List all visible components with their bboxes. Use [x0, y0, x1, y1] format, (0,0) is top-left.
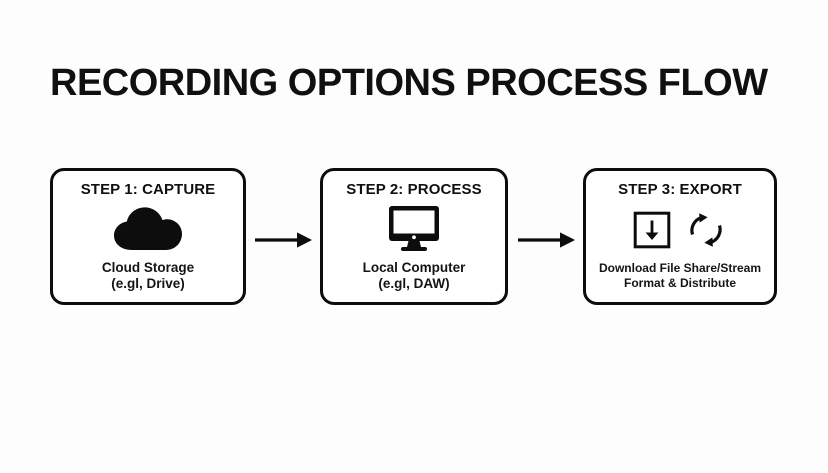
process-flow-row: STEP 1: CAPTURE Cloud Storage (e.gl, Dri…	[0, 168, 828, 308]
connector-arrow-1	[255, 230, 313, 250]
desktop-monitor-icon	[389, 206, 439, 251]
step-icon-area	[323, 198, 505, 260]
download-box-icon	[633, 211, 671, 248]
caption-line: (e.gl, Drive)	[111, 276, 185, 291]
step-card-caption: Download File Share/Stream Format & Dist…	[599, 261, 761, 291]
step-card-caption: Local Computer (e.gl, DAW)	[363, 260, 466, 292]
step-card-heading: STEP 2: PROCESS	[346, 181, 482, 198]
step-icon-area	[586, 198, 774, 261]
step-card-heading: STEP 3: EXPORT	[618, 181, 742, 198]
caption-line: Download File Share/Stream	[598, 261, 762, 275]
caption-line: Format & Distribute	[623, 276, 736, 290]
connector-arrow-2	[518, 230, 576, 250]
arrow-right-icon	[518, 232, 575, 248]
step-card-heading: STEP 1: CAPTURE	[80, 181, 216, 198]
step-card-export[interactable]: STEP 3: EXPORT Download File Share/Strea…	[583, 168, 777, 305]
cloud-icon	[114, 207, 182, 250]
sync-arrows-icon	[690, 212, 722, 247]
caption-line: Cloud Storage	[101, 260, 195, 275]
caption-line: Local Computer	[362, 260, 466, 275]
step-card-capture[interactable]: STEP 1: CAPTURE Cloud Storage (e.gl, Dri…	[50, 168, 246, 305]
step-icon-area	[53, 198, 243, 260]
arrow-right-icon	[255, 232, 312, 248]
step-card-process[interactable]: STEP 2: PROCESS Local Computer (e.gl, DA…	[320, 168, 508, 305]
step-card-caption: Cloud Storage (e.gl, Drive)	[102, 260, 194, 292]
caption-line: (e.gl, DAW)	[378, 276, 450, 291]
page-title: RECORDING OPTIONS PROCESS FLOW	[50, 62, 768, 104]
